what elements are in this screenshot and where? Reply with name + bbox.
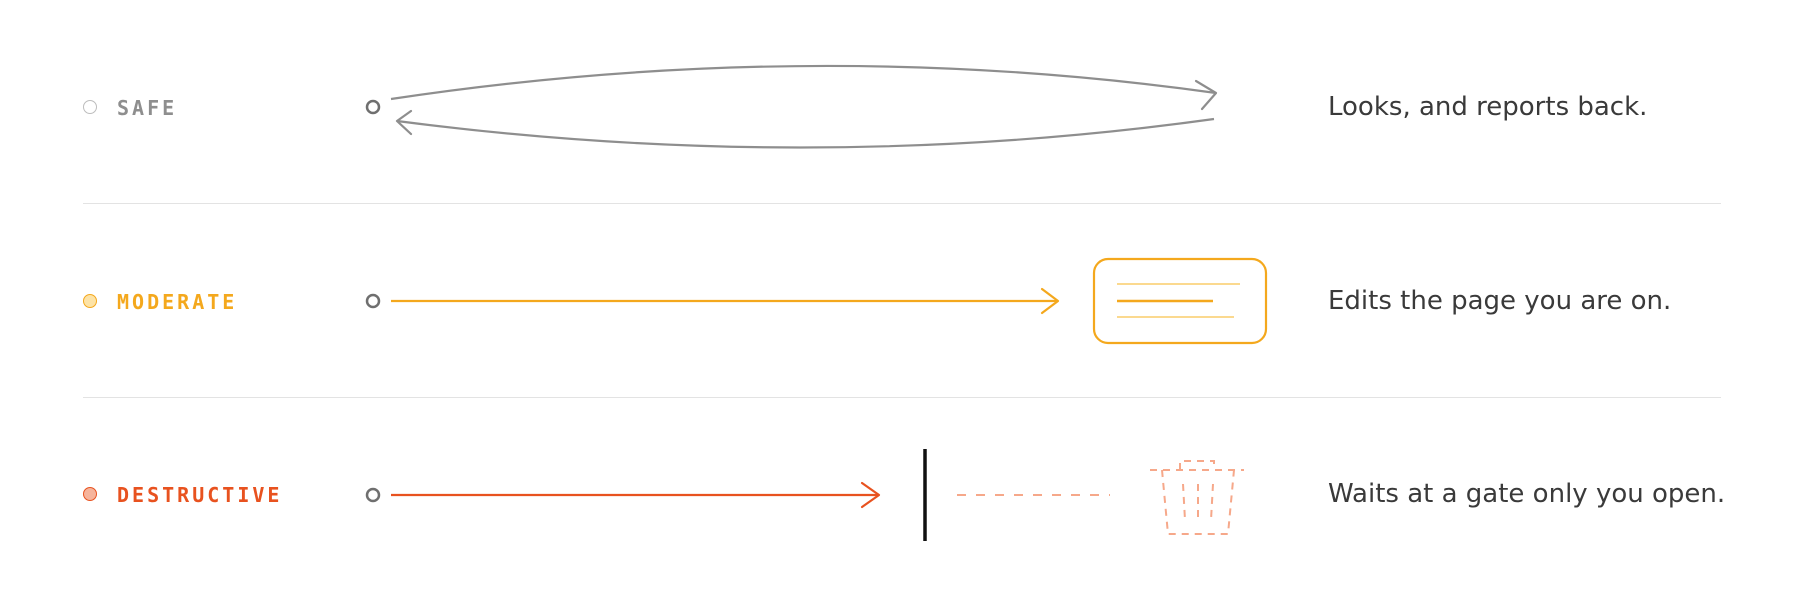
safe-description: Looks, and reports back. [1328,92,1648,122]
destructive-gated-action [365,449,1244,541]
destructive-arrowhead-icon [860,481,881,509]
destructive-dot-icon [83,487,97,501]
moderate-dot-icon [83,294,97,308]
moderate-level-label: MODERATE [117,290,238,314]
safe-dot-icon [83,100,97,114]
moderate-description: Edits the page you are on. [1328,286,1672,316]
destructive-description: Waits at a gate only you open. [1328,479,1726,509]
row-moderate: MODERATE Edits the page you are on. [83,204,1721,397]
row-destructive: DESTRUCTIVE Waits at a gate only you ope… [83,397,1725,590]
row-divider [83,203,1721,204]
safe-outbound-path [390,64,1217,101]
safe-return-arrowhead-icon [395,109,413,136]
safe-round-trip-arrow [365,64,1218,149]
moderate-origin-circle-icon [365,293,381,309]
destructive-level-label: DESTRUCTIVE [117,483,283,507]
moderate-arrow-to-page [365,257,1268,345]
destructive-origin-circle-icon [365,487,381,503]
safe-level-label: SAFE [117,96,178,120]
safe-return-path [396,117,1215,149]
moderate-arrowhead-icon [1040,287,1060,315]
safe-outbound-arrowhead-icon [1194,79,1218,111]
row-safe: SAFE Looks, and reports back. [83,10,1721,203]
safe-origin-circle-icon [365,99,381,115]
trash-icon [1150,460,1244,535]
row-divider [83,397,1721,398]
